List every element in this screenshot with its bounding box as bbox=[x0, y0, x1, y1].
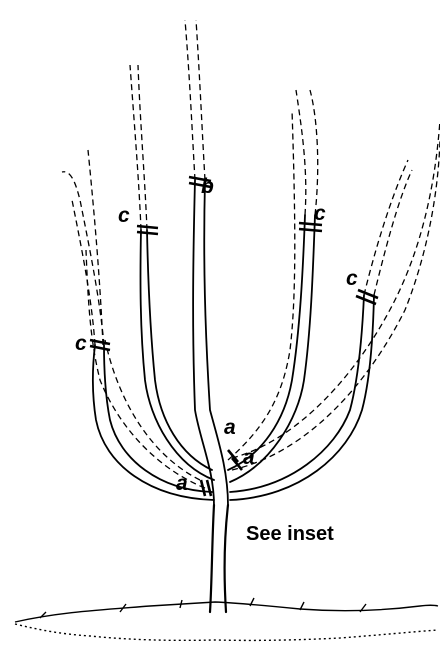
label-a-top: a bbox=[224, 416, 236, 439]
label-c-right-lower: c bbox=[346, 267, 358, 290]
branch-right-dashed bbox=[228, 110, 440, 470]
label-c-left-lower: c bbox=[75, 332, 87, 355]
central-leader bbox=[185, 20, 228, 505]
labels: b c c c c a a a bbox=[75, 175, 358, 495]
cut-marks bbox=[90, 177, 378, 496]
label-b: b bbox=[201, 175, 214, 198]
cut-c-left-upper bbox=[137, 226, 158, 228]
label-c-right-upper: c bbox=[314, 202, 326, 225]
label-a-right: a bbox=[243, 446, 255, 469]
label-a-left: a bbox=[176, 472, 188, 495]
branch-left-lower bbox=[62, 150, 214, 500]
see-inset-caption: See inset bbox=[246, 523, 334, 545]
trunk bbox=[210, 505, 228, 612]
branch-left-upper bbox=[130, 65, 214, 480]
branch-right-upper bbox=[228, 90, 318, 482]
label-c-left-upper: c bbox=[118, 204, 130, 227]
